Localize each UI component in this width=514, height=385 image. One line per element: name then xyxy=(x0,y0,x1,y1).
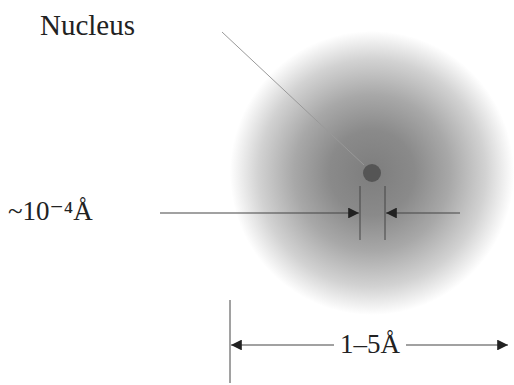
extension-line xyxy=(360,186,361,240)
dimension-label: 1–5Å xyxy=(334,330,406,360)
dimension-label: ~10⁻⁴Å xyxy=(8,197,93,227)
dimension-arrow xyxy=(386,212,460,213)
electron-cloud xyxy=(230,31,514,315)
extension-line xyxy=(230,300,231,383)
part-label: Nucleus xyxy=(40,10,135,42)
dimension-arrow xyxy=(160,212,359,213)
leader-line xyxy=(222,32,364,165)
extension-line xyxy=(385,186,386,240)
nucleus-dot xyxy=(363,164,381,182)
